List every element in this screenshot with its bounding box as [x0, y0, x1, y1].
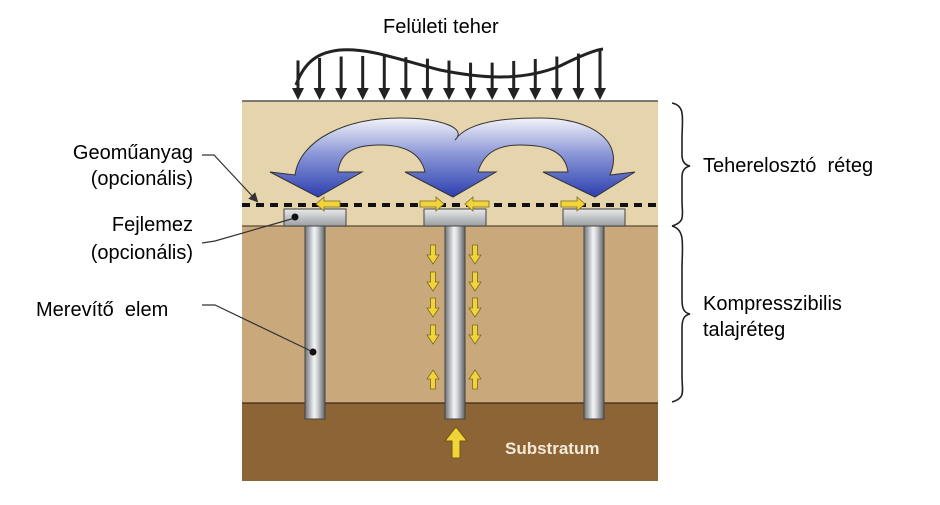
- load-arrow-head: [399, 88, 412, 100]
- geosynthetic-leader: [202, 154, 259, 203]
- cap-label: Fejlemez: [111, 214, 193, 236]
- pile-cap: [562, 208, 626, 227]
- element-pointer-dot: [309, 348, 317, 356]
- stiffening-element-label: Merevítő elem: [36, 299, 169, 321]
- compressible-layer-label: Kompresszibilis: [703, 293, 842, 315]
- load-arrow-head: [594, 88, 606, 100]
- load-arrow-head: [443, 88, 455, 100]
- down-arrow: [426, 297, 440, 318]
- compressible-layer-label-2: talajréteg: [703, 319, 786, 341]
- pile: [444, 225, 466, 420]
- piles: [283, 208, 626, 420]
- surface-load-arrows: [292, 50, 606, 100]
- load-curve: [294, 47, 604, 86]
- load-arrow-head: [486, 88, 499, 100]
- distribution-layer-brace: [671, 102, 691, 227]
- up-arrow: [426, 369, 440, 390]
- substratum-label: Substratum: [505, 439, 600, 458]
- vertical-friction-arrows: [426, 244, 482, 390]
- friction-arrow-right: [419, 196, 445, 212]
- load-arrow-head: [356, 88, 369, 100]
- load-arrow-head: [378, 88, 391, 100]
- cap-pointer-dot: [291, 213, 299, 221]
- load-arrow-head: [335, 88, 348, 100]
- down-arrow: [426, 271, 440, 292]
- friction-arrow-left: [315, 196, 341, 212]
- load-arrow-head: [313, 88, 326, 100]
- load-arrow-head: [507, 88, 520, 100]
- load-arrow-head: [421, 88, 434, 100]
- friction-arrow-right: [560, 196, 586, 212]
- down-arrow: [426, 324, 440, 345]
- geosynthetic-optional-label: (opcionális): [90, 168, 193, 190]
- load-arrow-head: [292, 88, 304, 100]
- down-arrow: [468, 297, 482, 318]
- arching-arrows: [269, 117, 636, 198]
- compressible-layer-brace: [671, 225, 691, 403]
- friction-arrow-left: [464, 196, 490, 212]
- down-arrow: [468, 324, 482, 345]
- horizontal-friction-arrows: [315, 196, 586, 212]
- load-arrow-head: [572, 88, 585, 100]
- load-arrow-head: [529, 88, 542, 100]
- down-arrow: [426, 244, 440, 265]
- pile: [304, 225, 326, 420]
- substratum-reaction-arrow: [443, 426, 469, 459]
- distribution-layer-label: Teherelosztó réteg: [703, 155, 874, 177]
- diagram-title: Felületi teher: [383, 16, 499, 38]
- cap-optional-label: (opcionális): [90, 242, 193, 264]
- element-leader: [202, 304, 314, 353]
- pile-cap: [283, 208, 347, 227]
- down-arrow: [468, 244, 482, 265]
- cap-leader: [201, 217, 296, 244]
- pile-cap: [423, 208, 487, 227]
- load-arrow-head: [464, 88, 477, 100]
- up-arrow: [468, 369, 482, 390]
- down-arrow: [468, 271, 482, 292]
- geosynthetic-label: Geoműanyag: [72, 142, 193, 164]
- load-arrow-head: [550, 88, 563, 100]
- pile: [583, 225, 605, 420]
